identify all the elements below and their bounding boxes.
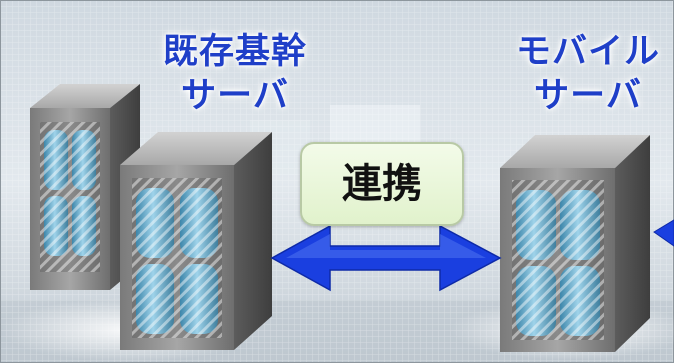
legacy-server-label-line1: 既存基幹 xyxy=(162,32,307,72)
legacy-server-label-line2: サーバ xyxy=(181,76,289,116)
mobile-server-label-line2: サーバ xyxy=(534,76,642,116)
arrow-left-icon xyxy=(653,219,674,247)
server-icon xyxy=(120,132,272,350)
server-icon xyxy=(500,135,650,352)
legacy-server-label: 既存基幹 サーバ xyxy=(135,30,335,118)
mobile-server-label-line1: モバイル xyxy=(515,32,660,72)
double-arrow-icon xyxy=(270,224,502,292)
mobile-server-label: モバイル サーバ xyxy=(488,30,674,118)
link-badge: 連携 xyxy=(300,142,464,226)
